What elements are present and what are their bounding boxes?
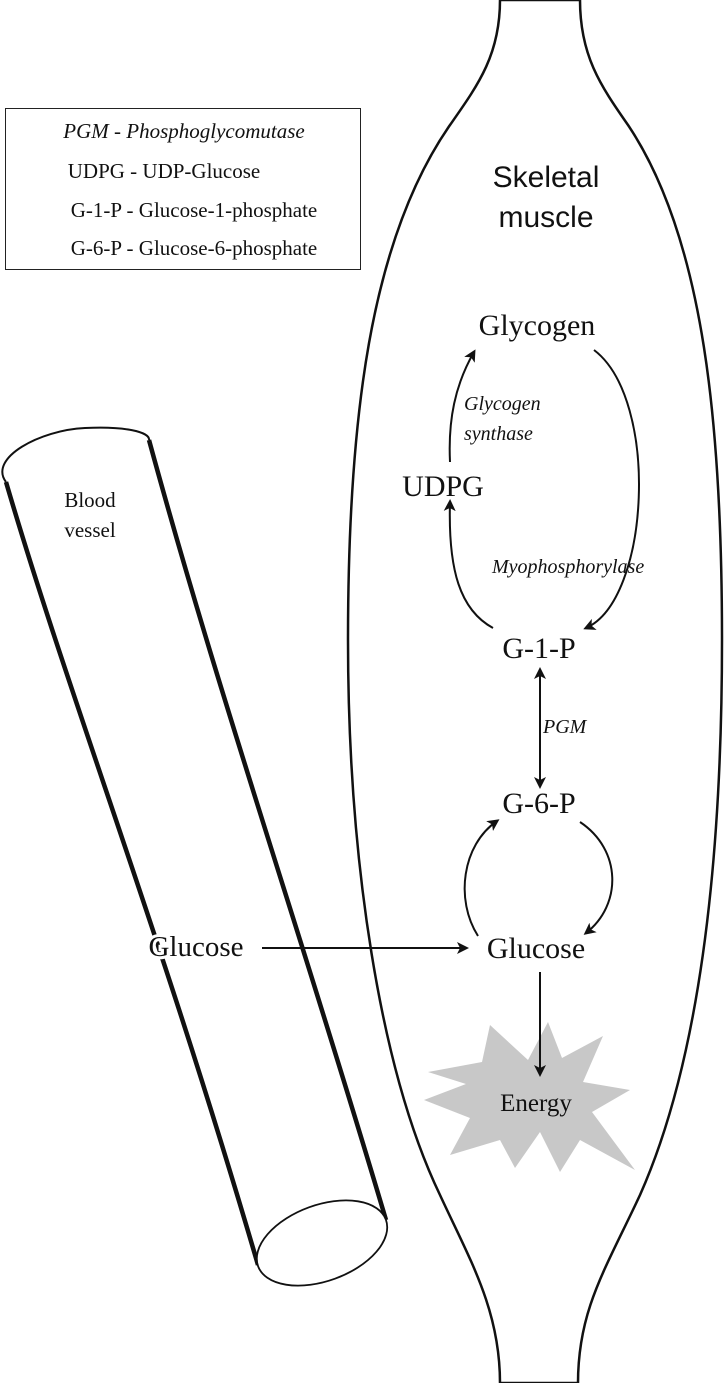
blood-vessel-top-cap bbox=[2, 428, 149, 482]
arrow-g1p-to-udpg bbox=[450, 502, 493, 628]
enzyme-glycogen-synthase-line1: Glycogen bbox=[464, 393, 541, 415]
node-glycogen: Glycogen bbox=[479, 309, 596, 342]
vessel-label-line2: vessel bbox=[64, 518, 115, 542]
muscle-title-line1: Skeletal bbox=[493, 161, 600, 194]
muscle-title-line2: muscle bbox=[498, 201, 593, 234]
enzyme-myophosphorylase: Myophosphorylase bbox=[491, 556, 644, 578]
node-glucose: Glucose bbox=[487, 932, 585, 965]
arrow-glycogen-to-g1p bbox=[586, 350, 639, 628]
enzyme-glycogen-synthase-line2: synthase bbox=[464, 423, 533, 445]
vessel-glucose-label: Glucose bbox=[148, 931, 243, 963]
node-udpg: UDPG bbox=[402, 470, 484, 503]
blood-vessel-left-wall bbox=[6, 482, 258, 1265]
node-g1p: G-1-P bbox=[502, 632, 575, 665]
enzyme-pgm: PGM bbox=[542, 716, 588, 738]
vessel-label-line1: Blood bbox=[64, 488, 116, 512]
blood-vessel bbox=[2, 428, 399, 1302]
blood-vessel-opening bbox=[245, 1184, 399, 1302]
arrow-g6p-to-glucose bbox=[580, 822, 612, 933]
arrow-glucose-to-g6p bbox=[465, 821, 497, 936]
node-g6p: G-6-P bbox=[502, 787, 575, 820]
node-energy: Energy bbox=[500, 1090, 572, 1117]
